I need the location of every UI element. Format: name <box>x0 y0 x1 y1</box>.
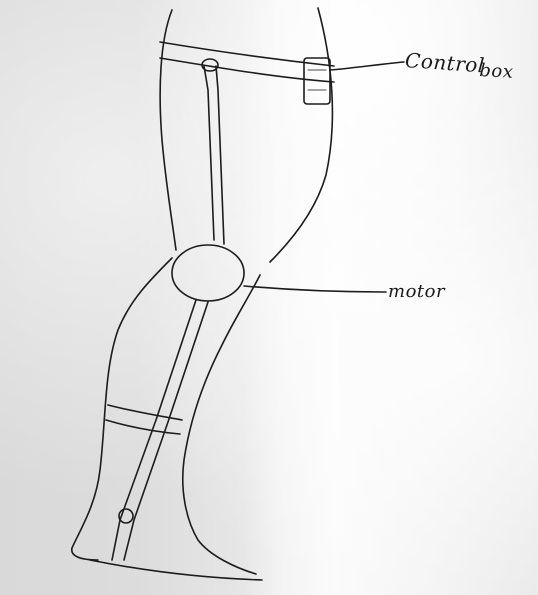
upper-strut-left <box>204 66 214 240</box>
motor-housing <box>172 245 244 301</box>
lower-strut-right <box>124 302 208 560</box>
sole-line <box>90 560 262 580</box>
leader-lines <box>244 62 404 292</box>
thigh-strap <box>160 42 334 82</box>
upper-strut-right <box>216 66 224 244</box>
calf-strap <box>106 405 182 434</box>
leg-outline <box>72 8 333 580</box>
shin-front-outline <box>183 275 260 574</box>
thigh-back-outline <box>160 10 176 250</box>
calf-strap-bottom <box>106 420 180 434</box>
upper-strut <box>202 59 224 244</box>
motor-joint <box>172 245 244 301</box>
control-box-leader <box>330 62 404 70</box>
lower-strut <box>112 300 208 560</box>
thigh-front-outline <box>270 8 332 262</box>
motor-label: motor <box>388 281 445 302</box>
control-box-label-line2: box <box>479 60 514 83</box>
motor-leader <box>244 286 386 292</box>
